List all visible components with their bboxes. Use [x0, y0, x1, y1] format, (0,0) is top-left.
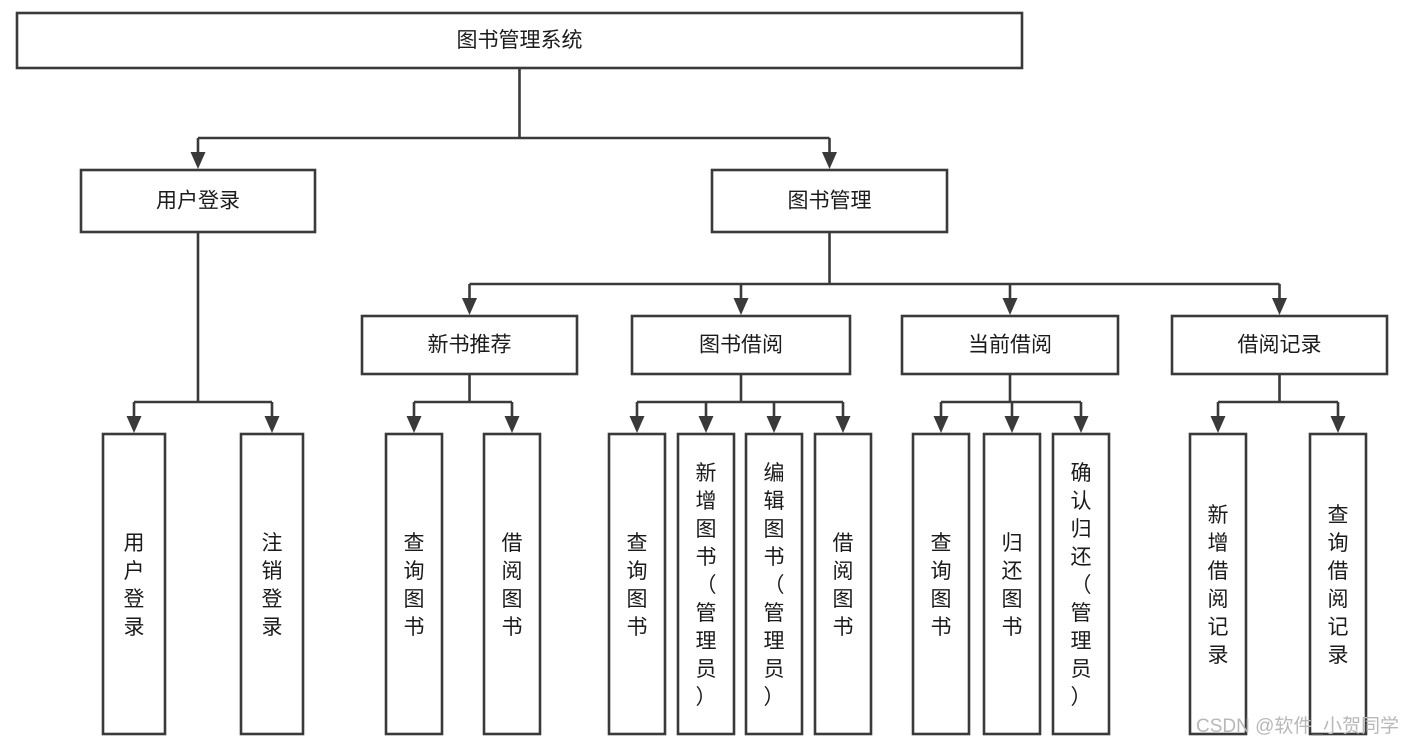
- node-leaf-confirm-return[interactable]: 确认归还（管理员）: [1051, 432, 1111, 736]
- node-current-borrow-box: [900, 314, 1120, 376]
- node-user-login-box: [79, 168, 317, 234]
- arrow-head-icon: [698, 416, 714, 433]
- node-leaf-logout-label: 注销登录: [262, 532, 283, 639]
- node-current-borrow[interactable]: 当前借阅: [900, 314, 1120, 376]
- node-book-manage[interactable]: 图书管理: [710, 168, 949, 234]
- node-book-manage-label: 图书管理: [788, 190, 872, 213]
- node-leaf-add-record-label: 新增借阅记录: [1208, 504, 1229, 667]
- arrow-head-icon: [1210, 416, 1226, 433]
- node-leaf-return-book[interactable]: 归还图书: [982, 432, 1042, 736]
- node-leaf-return-book-box: [982, 432, 1042, 736]
- node-leaf-add-record[interactable]: 新增借阅记录: [1188, 432, 1248, 736]
- node-leaf-query-book-1-box: [384, 432, 444, 736]
- node-leaf-add-book-box: [676, 432, 736, 736]
- arrow-head-icon: [629, 416, 645, 433]
- node-user-login-label: 用户登录: [156, 190, 240, 213]
- node-leaf-query-book-1-label: 查询图书: [404, 532, 425, 639]
- node-leaf-logout-box: [239, 432, 305, 736]
- arrow-head-icon: [1004, 416, 1020, 433]
- node-leaf-borrow-book-2-box: [813, 432, 873, 736]
- node-leaf-query-book-3-box: [911, 432, 971, 736]
- node-current-borrow-label: 当前借阅: [968, 334, 1052, 357]
- node-new-book-recommend[interactable]: 新书推荐: [360, 314, 579, 376]
- node-leaf-confirm-return-box: [1051, 432, 1111, 736]
- node-leaf-borrow-book-1[interactable]: 借阅图书: [482, 432, 542, 736]
- node-borrow-record-box: [1170, 314, 1389, 376]
- node-leaf-query-book-2[interactable]: 查询图书: [607, 432, 667, 736]
- node-leaf-edit-book-label: 编辑图书（管理员）: [764, 462, 785, 709]
- node-leaf-query-record[interactable]: 查询借阅记录: [1308, 432, 1368, 736]
- node-leaf-borrow-book-2[interactable]: 借阅图书: [813, 432, 873, 736]
- node-new-book-recommend-box: [360, 314, 579, 376]
- node-root[interactable]: 图书管理系统: [15, 11, 1024, 70]
- arrow-head-icon: [504, 416, 520, 433]
- node-leaf-query-book-2-box: [607, 432, 667, 736]
- node-root-label: 图书管理系统: [457, 29, 583, 52]
- node-leaf-add-book-label: 新增图书（管理员）: [696, 462, 717, 709]
- arrow-head-icon: [1272, 298, 1287, 315]
- node-leaf-query-book-3[interactable]: 查询图书: [911, 432, 971, 736]
- node-leaf-logout[interactable]: 注销登录: [239, 432, 305, 736]
- arrow-head-icon: [933, 416, 949, 433]
- node-leaf-edit-book[interactable]: 编辑图书（管理员）: [744, 432, 804, 736]
- arrow-head-icon: [406, 416, 422, 433]
- node-borrow-record-label: 借阅记录: [1238, 334, 1322, 357]
- node-book-borrow-label: 图书借阅: [699, 334, 783, 357]
- node-book-borrow-box: [630, 314, 852, 376]
- arrow-head-icon: [835, 416, 851, 433]
- node-new-book-recommend-label: 新书推荐: [428, 334, 512, 357]
- node-leaf-add-record-box: [1188, 432, 1248, 736]
- node-leaf-borrow-book-1-box: [482, 432, 542, 736]
- node-leaf-user-login-box: [101, 432, 167, 736]
- node-leaf-query-book-2-label: 查询图书: [627, 532, 648, 639]
- node-leaf-return-book-label: 归还图书: [1002, 532, 1023, 639]
- csdn-watermark: CSDN @软件_小贺同学: [1196, 715, 1399, 737]
- node-leaf-borrow-book-1-label: 借阅图书: [502, 532, 523, 639]
- node-book-borrow[interactable]: 图书借阅: [630, 314, 852, 376]
- node-borrow-record[interactable]: 借阅记录: [1170, 314, 1389, 376]
- arrow-head-icon: [766, 416, 782, 433]
- arrow-head-icon: [1330, 416, 1346, 433]
- node-book-manage-box: [710, 168, 949, 234]
- node-leaf-user-login-label: 用户登录: [124, 532, 145, 639]
- connector-layer: [126, 68, 1346, 433]
- node-root-box: [15, 11, 1024, 70]
- node-leaf-query-book-1[interactable]: 查询图书: [384, 432, 444, 736]
- node-leaf-borrow-book-2-label: 借阅图书: [833, 532, 854, 639]
- arrow-head-icon: [190, 152, 206, 169]
- arrow-head-icon: [1002, 298, 1018, 315]
- node-leaf-confirm-return-label: 确认归还（管理员）: [1071, 462, 1092, 709]
- node-leaf-add-book[interactable]: 新增图书（管理员）: [676, 432, 736, 736]
- node-leaf-query-record-label: 查询借阅记录: [1328, 504, 1349, 667]
- arrow-head-icon: [822, 152, 837, 169]
- node-layer: 图书管理系统用户登录图书管理新书推荐图书借阅当前借阅借阅记录用户登录注销登录查询…: [15, 11, 1389, 736]
- arrow-head-icon: [126, 416, 142, 433]
- arrow-head-icon: [264, 416, 280, 433]
- node-user-login[interactable]: 用户登录: [79, 168, 317, 234]
- arrow-head-icon: [462, 298, 477, 315]
- node-leaf-query-record-box: [1308, 432, 1368, 736]
- node-leaf-user-login[interactable]: 用户登录: [101, 432, 167, 736]
- arrow-head-icon: [733, 298, 749, 315]
- node-leaf-edit-book-box: [744, 432, 804, 736]
- node-leaf-query-book-3-label: 查询图书: [931, 532, 952, 639]
- arrow-head-icon: [1073, 416, 1089, 433]
